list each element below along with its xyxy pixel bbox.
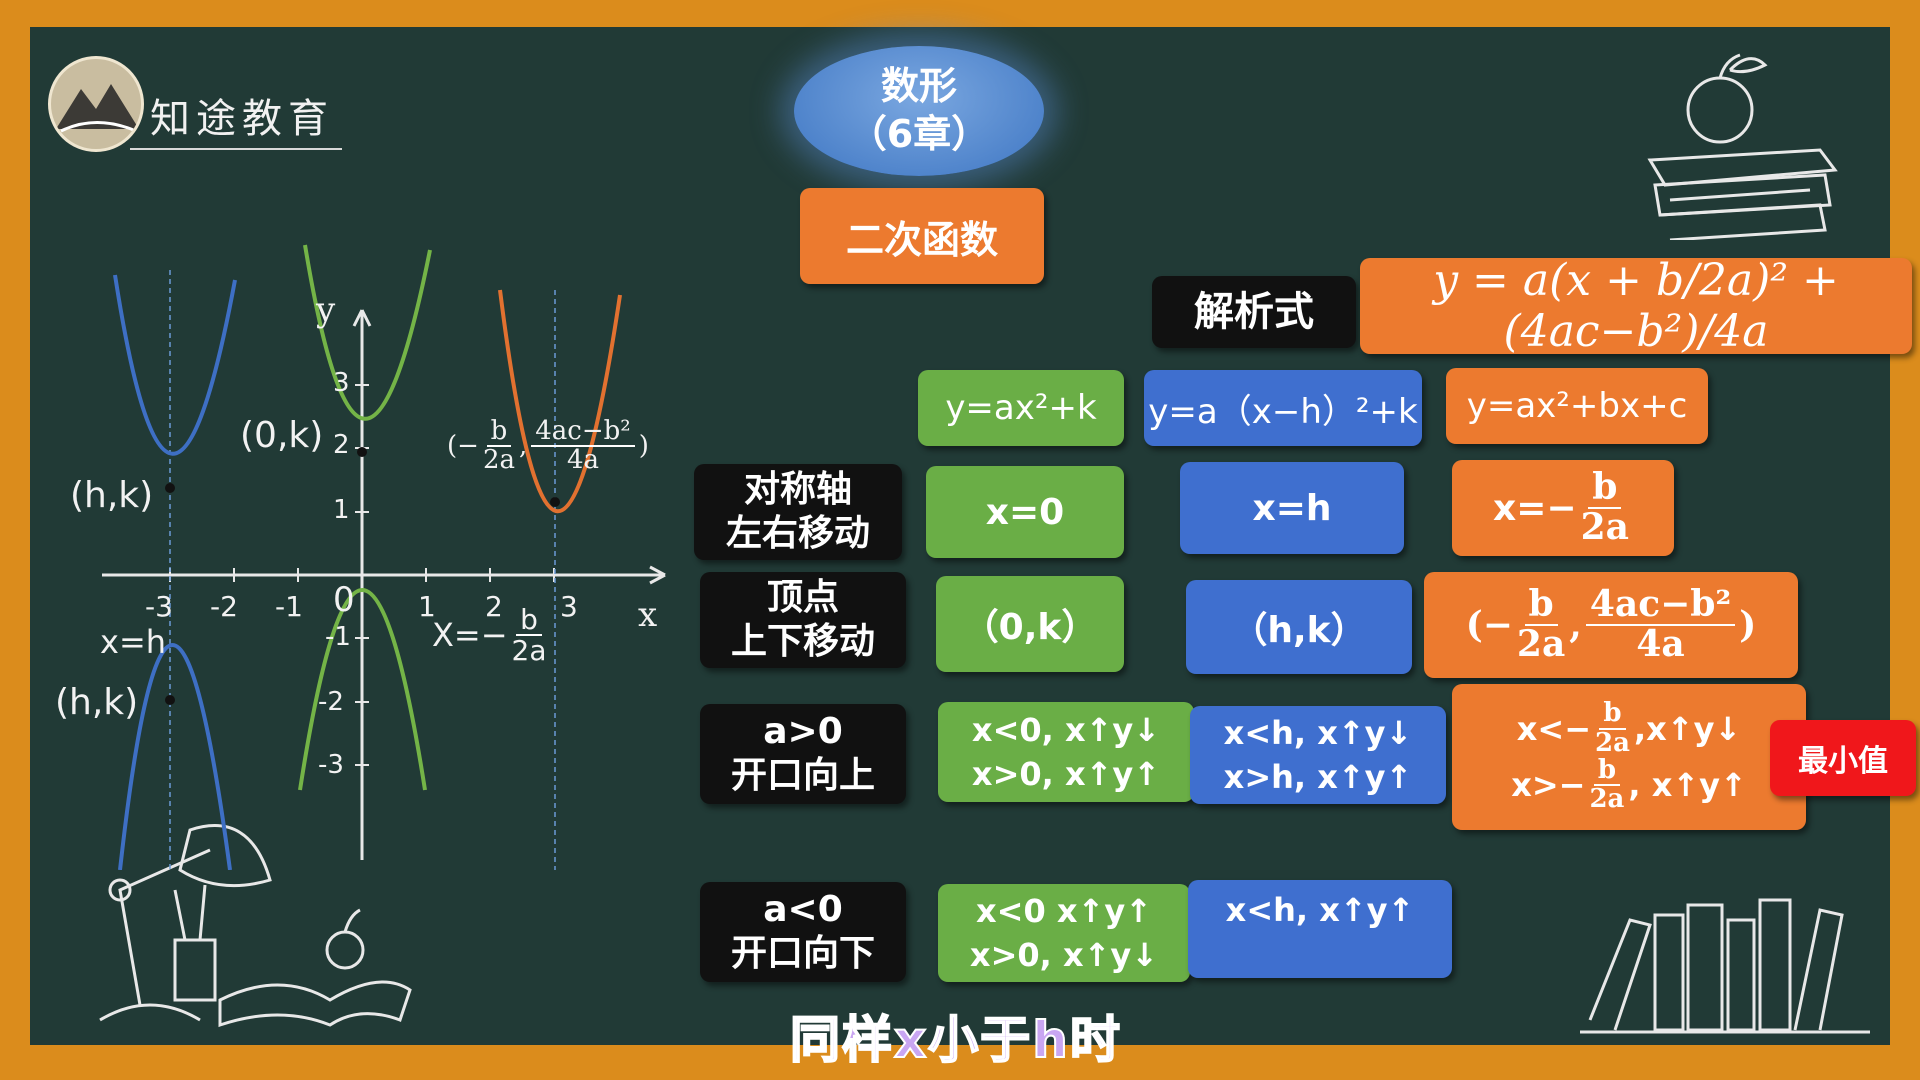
label-hk-bottom: (h,k) [55,682,139,723]
vertex-point-top [165,483,175,493]
form-general[interactable]: y=ax²+bx+c [1446,368,1708,444]
x-tick-label: 2 [485,590,503,623]
parabola-orange [498,289,622,514]
form-vertex-0[interactable]: y=ax²+k [918,370,1124,446]
x-tick-label: 3 [560,590,578,623]
vertex-point-bottom [165,695,175,705]
parabola-blue-up [113,274,237,456]
row-label-vertex: 顶点上下移动 [700,572,906,668]
logo-name: 知途教育 [150,96,334,142]
analytic-label: 解析式 [1152,276,1356,348]
books-apple-icon [1647,53,1838,240]
y-tick-label: -2 [318,687,344,717]
row-label-axis: 对称轴左右移动 [694,464,902,560]
y-tick-label: -3 [318,750,344,780]
x-axis-arrow [649,565,666,585]
x-tick-label: -1 [275,590,303,623]
y-tick-label: 2 [333,430,350,460]
parabola-green-up [303,244,432,421]
parabola-green-down [298,588,427,791]
y-axis-arrow [352,309,372,327]
axis-cell-x0[interactable]: x=0 [926,466,1124,558]
form-vertex-h[interactable]: y=a（x−h）²+k [1144,370,1422,446]
vertex-cell-0k[interactable]: （0,k） [936,576,1124,672]
x-tick-label: -2 [210,590,238,623]
monotonic-cell-down-h[interactable]: x<h, x↑y↑ [1188,880,1452,978]
logo-underline [130,148,342,150]
monotonic-cell-up-h[interactable]: x<h, x↑y↓x>h, x↑y↑ [1190,706,1446,804]
label-0k: (0,k) [240,415,324,456]
vertex-point-orange [550,497,560,507]
x-axis-label: x [638,595,658,635]
parabola-graph [102,244,666,870]
x-tick-label: 0 [333,580,355,620]
parabola-blue-down [118,643,232,870]
monotonic-cell-down-0[interactable]: x<0 x↑y↑x>0, x↑y↓ [938,884,1190,982]
y-axis-label: y [316,290,336,330]
y-tick-label: -1 [325,622,351,652]
chapter-title-oval: 数形 （6章） [794,46,1044,176]
monotonic-cell-up-0[interactable]: x<0, x↑y↓x>0, x↑y↑ [938,702,1194,802]
bookshelf-icon [1580,898,1870,1034]
y-tick-label: 3 [333,368,350,398]
label-x-eq-h: x=h [100,623,167,661]
vertex-cell-hk[interactable]: （h,k） [1186,580,1412,674]
video-subtitle: 同样x小于h时 [789,1010,1122,1070]
chapter-title: 数形 [880,64,957,108]
y-tick-label: 1 [333,495,350,525]
topic-button[interactable]: 二次函数 [800,188,1044,284]
vertex-point-0k [357,447,367,457]
analytic-formula: y = a(x + b/2a)² + (4ac−b²)/4a [1360,255,1912,357]
axis-cell-xh[interactable]: x=h [1180,462,1404,554]
x-tick-label: -3 [145,590,173,623]
logo-icon [48,56,144,152]
chapter-number: （6章） [848,112,990,156]
label-hk-top: (h,k) [70,475,154,516]
minimum-badge: 最小值 [1770,720,1916,796]
lamp-book-icon [99,824,412,1028]
x-tick-label: 1 [418,590,436,623]
